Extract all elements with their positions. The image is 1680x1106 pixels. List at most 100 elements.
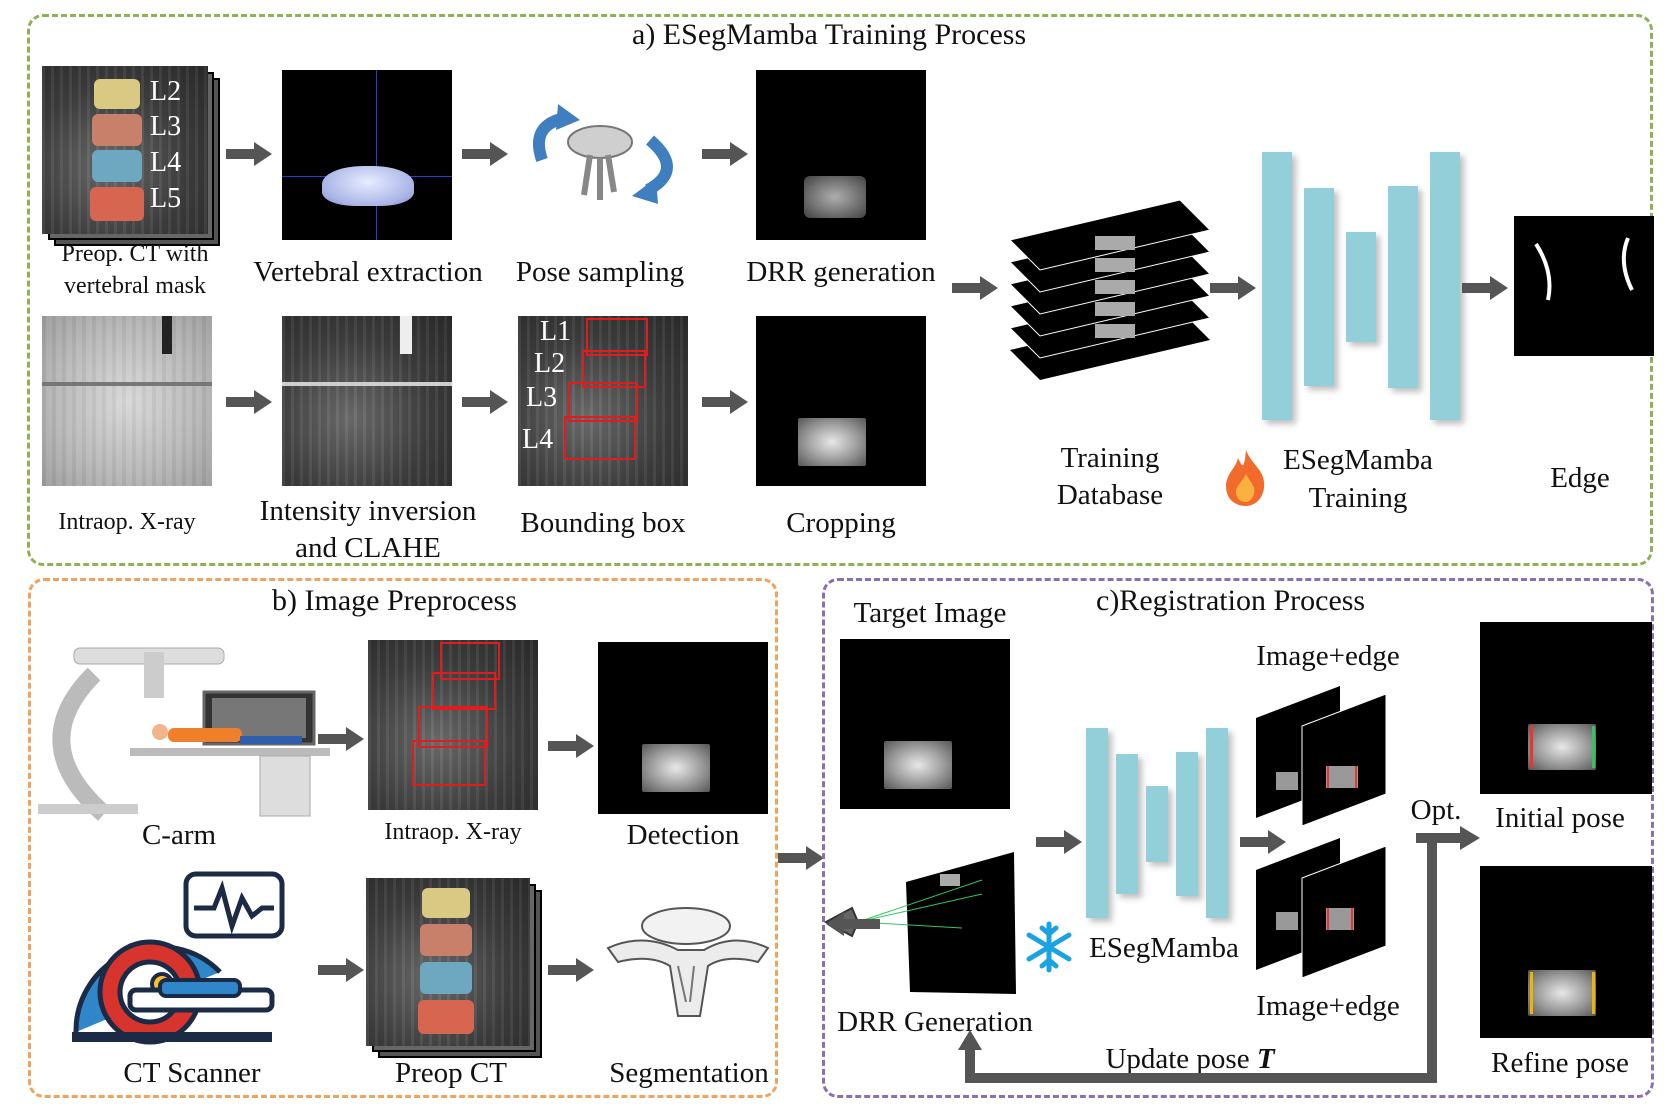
arrow-network-to-edge: [1462, 276, 1508, 300]
bbox-l4: [564, 416, 636, 460]
initial-pose-edge-left: [1530, 726, 1533, 768]
b-intraop-xray-image: [368, 640, 538, 810]
training-database-label-1: Training: [1060, 442, 1160, 474]
initial-pose-vertebra: [1528, 724, 1596, 770]
esegmamba-training-label-1: ESegMamba: [1283, 444, 1433, 476]
db-sheets: [1009, 199, 1211, 380]
ct-label-l5: L5: [150, 183, 182, 214]
pose-sampling-graphic: [532, 104, 673, 204]
esegmamba-training-label-2: Training: [1308, 482, 1408, 514]
refine-pose-label: Refine pose: [1491, 1047, 1629, 1079]
update-pose-feedback-loop: [958, 834, 1437, 1083]
drr-vertebra: [804, 176, 866, 218]
b-vertebra-3: [420, 962, 472, 994]
training-database-label-2: Database: [1056, 479, 1164, 511]
arrow-xray-to-detection: [548, 734, 594, 758]
intraop-xray-raw-image: [42, 316, 212, 486]
image-edge-bottom-label: Image+edge: [1256, 990, 1400, 1022]
image-edge-top-pair: [1256, 686, 1387, 827]
image-edge-bottom-pair: [1256, 838, 1387, 979]
bbox-l1: [586, 318, 648, 356]
b-vertebra-4: [418, 1000, 474, 1034]
arrow-preprocess-to-registration: [778, 846, 824, 870]
arrow-pose-to-drr: [702, 142, 748, 166]
arrow-database-to-network: [1210, 276, 1256, 300]
target-image-label: Target Image: [853, 597, 1007, 629]
image-edge-top-label: Image+edge: [1256, 640, 1400, 672]
vertebra-l5: [90, 187, 144, 221]
inverted-needle: [400, 316, 412, 354]
target-vertebra: [884, 741, 952, 789]
arrow-carm-to-xray: [318, 727, 364, 751]
intensity-inversion-image: [282, 316, 452, 486]
detection-image: [598, 642, 768, 814]
network-a-layer-2: [1304, 188, 1334, 386]
b-bbox-3: [418, 706, 488, 748]
bounding-box-image: L1 L2 L3 L4: [518, 316, 688, 486]
vertebra-l2: [94, 79, 140, 109]
vertebral-extraction-image: [282, 70, 452, 240]
preop-ct-caption-line2: vertebral mask: [64, 273, 206, 299]
network-c-layer-3: [1146, 786, 1168, 862]
arrow-ct-to-extraction: [226, 142, 272, 166]
esegmamba-c-label: ESegMamba: [1089, 932, 1239, 964]
refine-pose-edge-left: [1530, 972, 1533, 1014]
refine-pose-image: [1480, 866, 1652, 1038]
intensity-inversion-label-2: and CLAHE: [295, 532, 441, 564]
arrow-extraction-to-pose: [462, 142, 508, 166]
edge-curves: [1534, 237, 1634, 301]
xray-instrument-line: [42, 382, 212, 386]
network-c-layer-1: [1086, 728, 1108, 918]
bbox-label-l1: L1: [540, 316, 572, 347]
bbox-l2: [582, 350, 646, 388]
bounding-box-label: Bounding box: [520, 507, 686, 539]
snowflake-icon: [1026, 921, 1072, 973]
panel-registration-process: [822, 578, 1654, 1098]
fire-icon: [1226, 450, 1265, 506]
panel-c-title: c)Registration Process: [1096, 584, 1366, 617]
b-vertebra-2: [420, 924, 472, 956]
initial-pose-edge-right: [1592, 726, 1595, 768]
segmentation-graphic: [606, 907, 770, 1017]
network-a-layer-1: [1262, 152, 1292, 420]
detected-vertebra: [642, 744, 710, 792]
ct-label-l3: L3: [150, 111, 182, 142]
arrow-ct-to-segmentation: [548, 958, 594, 982]
drr-generation-c-label: DRR Generation: [837, 1006, 1033, 1038]
arrow-to-network-c: [1036, 830, 1082, 854]
arrow-drr-to-database: [952, 276, 998, 300]
detection-label: Detection: [626, 819, 740, 851]
ct-scanner-graphic: [72, 871, 285, 1045]
training-database-stack: [1009, 199, 1211, 380]
network-c-layer-4: [1176, 752, 1198, 896]
network-c-layer-2: [1116, 754, 1138, 894]
ct-scanner-label: CT Scanner: [123, 1057, 261, 1089]
intraop-xray-label: Intraop. X-ray: [58, 509, 196, 535]
b-preop-ct-image: [366, 878, 530, 1046]
network-c-layer-5: [1206, 728, 1228, 918]
ct-label-l2: L2: [150, 76, 182, 107]
b-vertebra-1: [422, 888, 470, 918]
panel-image-preprocess: [28, 578, 778, 1098]
arrow-inversion-to-bbox: [462, 390, 508, 414]
arrow-opt-to-poses: [1416, 826, 1480, 850]
segmentation-label: Segmentation: [609, 1057, 769, 1089]
b-preop-ct-label: Preop CT: [395, 1057, 507, 1089]
panel-b-title: b) Image Preprocess: [272, 584, 517, 617]
update-pose-symbol: T: [1256, 1043, 1275, 1075]
c-arm-label: C-arm: [141, 819, 217, 851]
b-bbox-4: [412, 740, 486, 786]
cropping-image: [756, 316, 926, 486]
intensity-inversion-label-1: Intensity inversion: [259, 495, 477, 527]
vertebra-l3: [92, 114, 142, 146]
edge-label: Edge: [1550, 462, 1610, 494]
cropping-label: Cropping: [786, 507, 896, 539]
arrow-drr-to-camera: [826, 912, 880, 936]
crosshair-vertical: [376, 70, 377, 240]
opt-label: Opt.: [1410, 794, 1462, 826]
c-arm-graphic: [38, 647, 330, 821]
arrow-xray-to-inversion: [226, 390, 272, 414]
target-image: [840, 639, 1010, 809]
network-a-layer-3: [1346, 232, 1376, 342]
panel-a-title: a) ESegMamba Training Process: [632, 18, 1027, 51]
